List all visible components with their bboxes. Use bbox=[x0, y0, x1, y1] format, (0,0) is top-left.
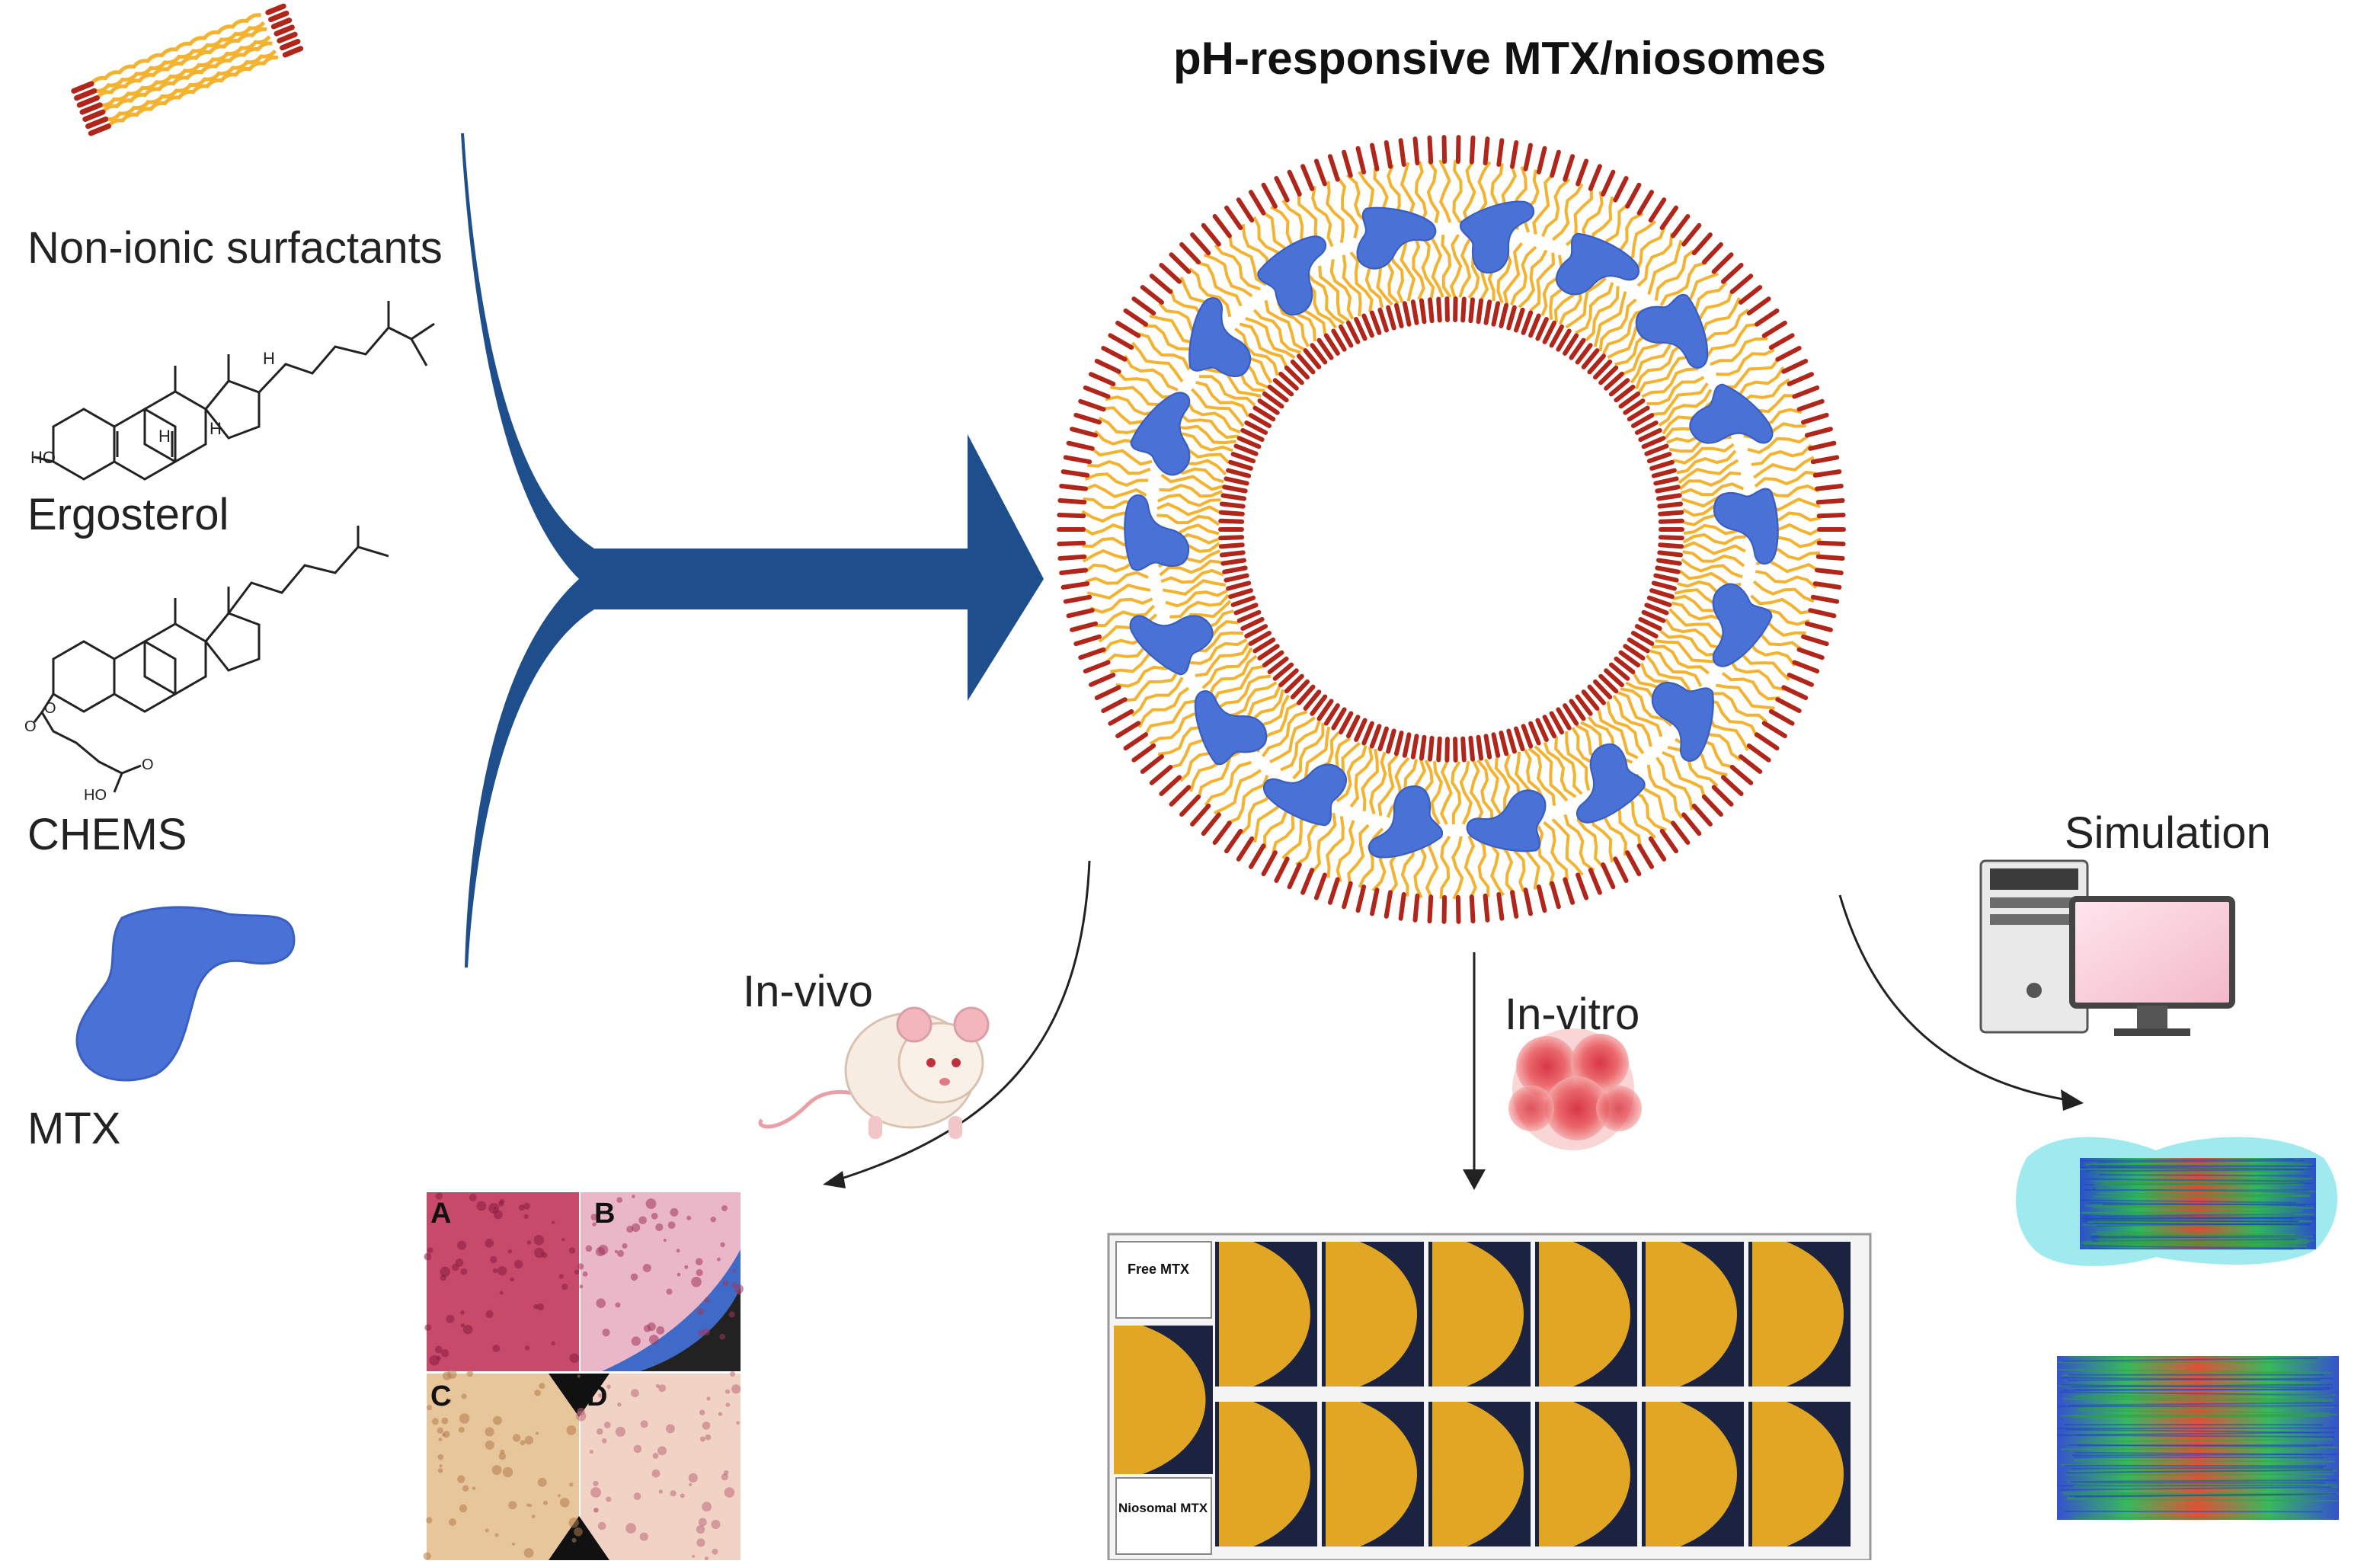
label-in-vitro: In-vitro bbox=[1505, 989, 1639, 1040]
label-in-vivo: In-vivo bbox=[743, 966, 873, 1017]
histology-label-b: B bbox=[594, 1198, 615, 1230]
cell-cluster-icon bbox=[1508, 1028, 1642, 1150]
histology-label-d: D bbox=[587, 1380, 607, 1412]
histology-label-c: C bbox=[430, 1380, 451, 1412]
niosome-vesicle bbox=[1059, 137, 1844, 922]
ergosterol-ho-label: HO bbox=[30, 448, 56, 467]
chems-o3-label: O bbox=[142, 756, 154, 773]
surfactant-bilayer-icon bbox=[73, 4, 301, 133]
arrowhead-simulation bbox=[2061, 1089, 2084, 1111]
ergosterol-structure-icon bbox=[34, 301, 434, 479]
simulation-renders bbox=[2016, 1137, 2339, 1521]
invitro-plate-grid bbox=[1108, 1234, 1870, 1560]
label-chems: CHEMS bbox=[27, 809, 187, 860]
ergosterol-h3-label: H bbox=[263, 349, 275, 368]
chems-ho-label: HO bbox=[84, 787, 107, 804]
label-mtx: MTX bbox=[27, 1103, 120, 1154]
histology-panels bbox=[427, 1192, 741, 1560]
label-simulation: Simulation bbox=[2065, 808, 2271, 859]
free-mtx-label: Free MTX bbox=[1128, 1262, 1189, 1277]
chems-structure-icon bbox=[34, 526, 389, 792]
computer-icon bbox=[1981, 861, 2232, 1036]
mtx-molecule-icon bbox=[77, 907, 294, 1080]
ergosterol-h1-label: H bbox=[158, 427, 171, 446]
branch-arrows bbox=[834, 861, 2072, 1181]
arrowhead-in-vivo bbox=[823, 1171, 846, 1188]
diagram-title: pH-responsive MTX/niosomes bbox=[1173, 32, 1826, 85]
chems-o1-label: O bbox=[44, 700, 56, 717]
niosomal-mtx-label: Niosomal MTX bbox=[1118, 1501, 1208, 1515]
histology-label-a: A bbox=[430, 1198, 451, 1230]
ergosterol-h2-label: H bbox=[210, 419, 222, 438]
arrowhead-in-vitro bbox=[1463, 1169, 1486, 1190]
label-non-ionic-surfactants: Non-ionic surfactants bbox=[27, 222, 443, 273]
mouse-icon bbox=[760, 1008, 988, 1139]
label-ergosterol: Ergosterol bbox=[27, 489, 229, 540]
merge-arrow bbox=[461, 133, 1044, 968]
chems-o2-label: O bbox=[24, 718, 37, 735]
